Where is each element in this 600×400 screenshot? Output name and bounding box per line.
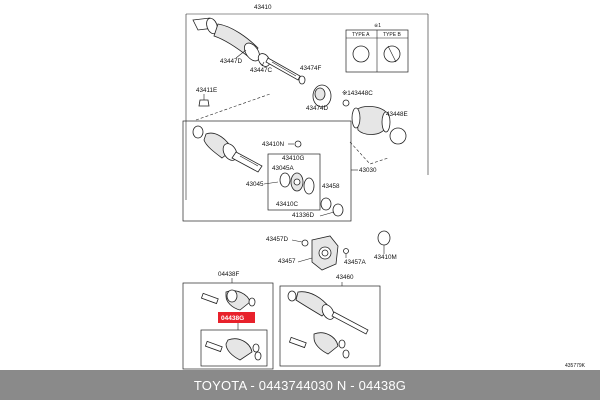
parts-diagram: 43410 43447D 43447C 43474F 43474D ※1 TYP… [182,4,586,370]
label-43447d: 43447D [220,58,243,65]
middle-assembly-box [182,120,352,222]
inner-joint-shaft [192,125,263,173]
label-43045: 43045 [246,181,264,188]
nut-part [198,99,210,107]
leader-line [261,61,265,67]
type-legend-box: ※1 TYPE A TYPE B [345,23,409,73]
clip-part [298,75,306,85]
label-43410: 43410 [254,4,272,11]
label-star1: ※1 [374,23,381,29]
seal-part [320,197,332,211]
label-41336d: 41336D [292,212,315,219]
leader-line [235,49,247,59]
boot-kit-box [182,282,274,370]
outboard-joint-box [279,285,381,367]
leader-line [291,239,303,243]
label-43474f: 43474F [300,65,322,72]
label-43458: 43458 [322,183,340,190]
label-43474d: 43474D [306,105,329,112]
boot-kit-inner-box [200,329,268,367]
small-ring-part [294,140,302,148]
label-43410g: 43410G [282,155,305,162]
boot-kit-bottom [204,338,262,361]
label-43457: 43457 [278,258,296,265]
oil-seal-part [332,203,344,217]
footer-bar: TOYOTA - 0443744030 N - 04438G [0,370,600,400]
leader-line [297,257,313,263]
label-04438f: 04438F [218,271,240,278]
label-type-a: TYPE A [352,32,370,38]
dust-cover-part [377,230,391,246]
bearing-parts [279,172,315,195]
inner-assembly-box [267,153,321,211]
illustration-code: 435779K [565,363,586,369]
boot-kit-top [200,289,256,311]
outboard-joint [287,290,369,359]
label-type-b: TYPE B [383,32,401,38]
label-04438g[interactable]: 04438G [221,315,244,322]
bolt-part [301,239,309,247]
bolt-part [343,248,349,254]
label-43447c: 43447C [250,67,273,74]
leader-line [319,211,335,217]
label-43457d: 43457D [266,236,289,243]
label-43448e: 43448E [386,111,408,118]
label-43410m: 43410M [374,254,397,261]
boot-clamp-part [342,99,391,135]
dashed-indicator [195,93,271,121]
label-43030: 43030 [359,167,377,174]
label-43460: 43460 [336,274,354,281]
bearing-bracket [311,235,339,271]
dashed-indicator [349,141,389,165]
part-highlight [218,312,255,323]
damper-part [312,84,332,108]
ring-part [389,127,407,145]
top-drive-shaft [192,17,301,81]
label-43410c: 43410C [276,201,299,208]
label-43457a: 43457A [344,259,367,266]
footer-text: TOYOTA - 0443744030 N - 04438G [193,377,407,393]
label-43410n: 43410N [262,141,285,148]
label-43448c: ※143448C [342,90,373,97]
leader-line [263,181,279,185]
label-43045a: 43045A [272,165,295,172]
label-43411e: 43411E [196,87,217,94]
